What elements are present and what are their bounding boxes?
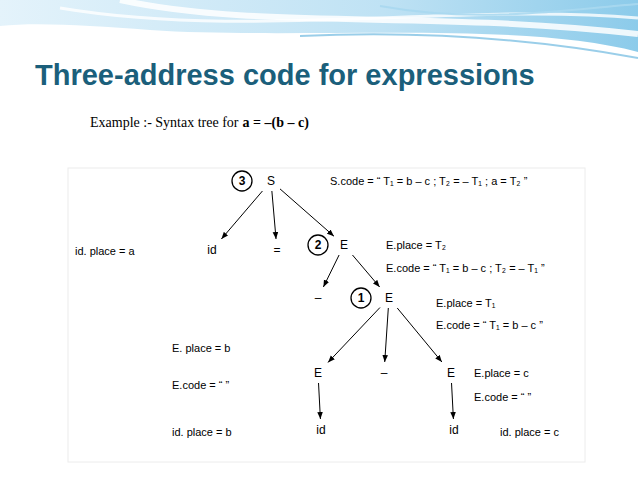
node-text: S bbox=[267, 174, 275, 188]
attribute-annotation: E.place = c bbox=[474, 366, 529, 380]
node-text: id bbox=[316, 423, 325, 437]
swoosh-line bbox=[300, 34, 638, 58]
node-text: E bbox=[340, 238, 348, 252]
node-text: id bbox=[207, 243, 216, 257]
attribute-annotation: E.code = “ ” bbox=[172, 378, 229, 392]
attribute-annotation: E.place = T₂ bbox=[386, 238, 446, 252]
node-text: E bbox=[385, 291, 393, 305]
tree-arrow bbox=[352, 255, 379, 287]
grammar-symbol: E bbox=[311, 365, 325, 381]
grammar-symbol: id bbox=[313, 422, 328, 438]
grammar-symbol: E bbox=[382, 290, 396, 306]
grammar-symbol: = bbox=[270, 242, 283, 258]
callout-number: 1 bbox=[350, 287, 372, 309]
node-text: 1 bbox=[350, 287, 372, 309]
tree-arrow bbox=[397, 308, 442, 362]
swoosh-highlight bbox=[60, 8, 638, 21]
figure-frame bbox=[68, 168, 585, 462]
node-text: 3 bbox=[231, 170, 253, 192]
grammar-symbol: id bbox=[446, 422, 461, 438]
attribute-annotation: S.code = “ T₁ = b – c ; T₂ = – T₁ ; a = … bbox=[330, 174, 527, 188]
grammar-symbol: id bbox=[204, 242, 219, 258]
attribute-annotation: E.code = “ ” bbox=[474, 390, 531, 404]
slide-title: Three-address code for expressions bbox=[35, 58, 535, 92]
tree-arrow bbox=[385, 308, 389, 362]
attribute-annotation: E.code = “ T₁ = b – c ; T₂ = – T₁ ” bbox=[386, 261, 545, 275]
node-text: – bbox=[315, 291, 322, 305]
node-text: E bbox=[314, 366, 322, 380]
attribute-annotation: E.place = T₁ bbox=[436, 296, 495, 310]
tree-arrow bbox=[280, 189, 334, 236]
node-text: = bbox=[273, 243, 280, 257]
tree-arrow bbox=[452, 383, 454, 419]
grammar-symbol: S bbox=[264, 173, 278, 189]
grammar-symbol: E bbox=[444, 365, 458, 381]
callout-number: 3 bbox=[231, 170, 253, 192]
tree-arrow bbox=[328, 308, 380, 363]
grammar-symbol: – bbox=[312, 290, 325, 306]
node-text: E bbox=[447, 366, 455, 380]
tree-arrow bbox=[323, 255, 339, 287]
tree-arrow bbox=[319, 383, 321, 419]
node-text: id bbox=[449, 423, 458, 437]
swoosh-line bbox=[380, 4, 638, 15]
tree-arrow bbox=[221, 191, 262, 239]
grammar-symbol: E bbox=[337, 237, 351, 253]
node-text: 2 bbox=[307, 234, 329, 256]
example-caption: a = –(b – c) bbox=[243, 114, 309, 132]
attribute-annotation: id. place = a bbox=[75, 244, 135, 258]
attribute-annotation: id. place = b bbox=[172, 425, 232, 439]
tree-arrow bbox=[272, 191, 276, 239]
grammar-symbol: – bbox=[378, 365, 391, 381]
callout-number: 2 bbox=[307, 234, 329, 256]
attribute-annotation: E. place = b bbox=[172, 341, 230, 355]
node-text: – bbox=[381, 366, 388, 380]
attribute-annotation: E.code = “ T₁ = b – c ” bbox=[436, 318, 543, 332]
example-caption: Example :- Syntax tree for bbox=[90, 114, 239, 132]
attribute-annotation: id. place = c bbox=[500, 425, 559, 439]
